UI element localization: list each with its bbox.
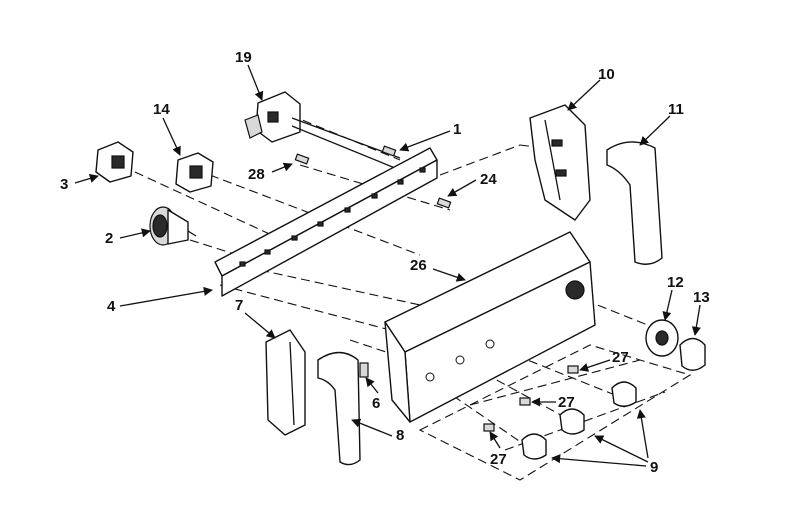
callout-11: 11 [668, 101, 684, 118]
leader-10 [567, 79, 601, 111]
callout-27-b: 27 [558, 394, 575, 411]
callout-3: 3 [60, 176, 69, 193]
leader-6 [365, 377, 379, 394]
leader-14 [162, 117, 181, 156]
part-8-end-cap [317, 351, 361, 466]
part-4-bracket [214, 147, 438, 297]
part-9-knob-b [559, 408, 585, 435]
callout-1: 1 [453, 121, 462, 138]
leader-8 [351, 418, 393, 437]
leader-27c [489, 431, 501, 449]
part-26-console [384, 231, 596, 423]
part-13-knob [679, 337, 706, 371]
part-27-setscrew-c [483, 423, 495, 432]
leader-26 [432, 268, 466, 282]
part-1-screw [381, 145, 397, 157]
leader-lines [74, 64, 701, 467]
part-7-side-bracket [265, 329, 306, 436]
leader-24 [447, 179, 477, 197]
leader-1 [399, 130, 451, 152]
leader-3 [74, 174, 99, 184]
leader-7 [244, 312, 276, 339]
bracket-holes [239, 167, 426, 267]
leader-27a [579, 359, 611, 372]
callout-24: 24 [480, 171, 497, 188]
part-10-end-bracket [529, 104, 591, 221]
callout-27-c: 27 [490, 451, 507, 468]
part-12-knob-base [645, 319, 679, 357]
part-9-knob-a [611, 381, 637, 407]
callout-12: 12 [667, 274, 684, 291]
part-2-rotary-control [149, 206, 197, 246]
part-14-switch [175, 152, 214, 193]
leader-2 [119, 228, 151, 239]
callout-27-a: 27 [612, 349, 629, 366]
leader-9c [551, 454, 647, 467]
part-6-screw [359, 362, 369, 378]
leader-11 [639, 115, 671, 146]
callout-9: 9 [650, 459, 659, 476]
callout-13: 13 [693, 289, 710, 306]
part-28-screw [294, 153, 310, 165]
leader-9a [636, 409, 649, 459]
leader-28 [271, 162, 293, 173]
callout-6: 6 [372, 395, 381, 412]
part-3-switch [95, 141, 134, 183]
callout-26: 26 [410, 257, 427, 274]
leader-13 [691, 304, 701, 336]
callout-8: 8 [396, 427, 405, 444]
leader-12 [662, 289, 673, 321]
part-24-screw [436, 197, 452, 209]
callout-7: 7 [235, 297, 244, 314]
part-19-switch [244, 91, 401, 169]
leader-9b [594, 435, 649, 463]
leader-19 [247, 64, 264, 101]
part-27-setscrew-a [567, 365, 579, 374]
callout-2: 2 [105, 230, 114, 247]
callout-4: 4 [107, 298, 116, 315]
callout-10: 10 [598, 66, 615, 83]
part-27-setscrew-b [519, 397, 531, 406]
part-11-end-cap [606, 141, 663, 265]
part-9-knob-c [521, 433, 547, 460]
callout-19: 19 [235, 49, 252, 66]
leader-4 [119, 286, 213, 307]
callout-28: 28 [248, 166, 265, 183]
callout-14: 14 [153, 101, 170, 118]
